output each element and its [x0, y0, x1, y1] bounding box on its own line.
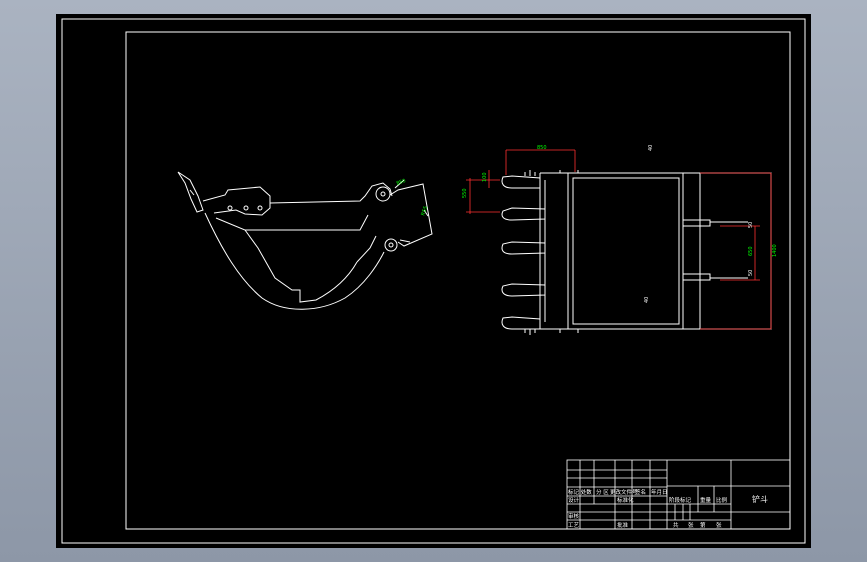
front-dim-right-total: 1400	[772, 244, 778, 257]
tb-label-sign: 签名	[635, 488, 646, 496]
tb-weight: 重量	[700, 496, 712, 504]
tb-sheet-word: 张	[688, 521, 694, 529]
front-view-dimensions	[466, 149, 772, 330]
tb-standardization: 标准化	[617, 496, 634, 504]
front-dim-left: 550	[462, 188, 468, 198]
tb-reviewer: 审核	[568, 512, 580, 520]
front-small-top: 40	[648, 145, 654, 151]
tb-label-change: 更改文件号	[610, 488, 638, 496]
tb-label-date: 年月日	[651, 488, 668, 496]
tb-label-mark: 标记 处数	[568, 488, 592, 496]
front-small-bottom: 40	[644, 297, 650, 303]
outer-border	[61, 18, 806, 544]
side-dim-label-1: 850	[396, 178, 407, 187]
title-block	[566, 459, 791, 530]
tb-sheets-total: 共	[673, 521, 679, 529]
bucket-side-view	[177, 171, 433, 310]
tb-designer: 设计	[568, 496, 580, 504]
tb-stage-mark: 阶段标记	[669, 496, 692, 504]
inner-frame	[125, 31, 791, 530]
tb-scale: 比例	[716, 496, 728, 504]
side-dim-label-2: R55	[420, 205, 429, 216]
tb-sheet-no: 第	[700, 521, 706, 529]
front-dim-top: 850	[537, 145, 547, 151]
drawing-sheet	[56, 14, 811, 548]
front-small-mid-top: 50	[748, 222, 754, 228]
front-small-mid-bottom: 50	[748, 270, 754, 276]
tb-sheet-word2: 张	[716, 521, 722, 529]
front-dim-left-small: 100	[482, 172, 488, 182]
part-name: 铲斗	[752, 494, 768, 504]
tb-approval: 批准	[617, 521, 629, 529]
tb-process: 工艺	[568, 522, 580, 529]
front-dim-right-mid: 650	[748, 246, 754, 256]
tb-label-zone: 分 区	[596, 488, 609, 496]
